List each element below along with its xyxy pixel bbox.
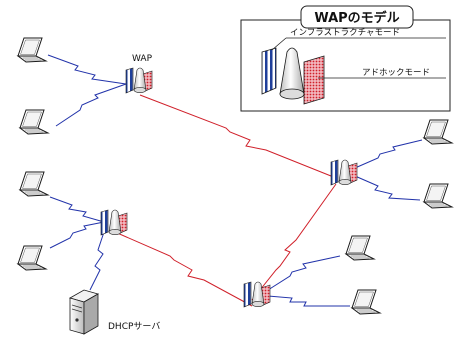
- legend-adhoc-label: アドホックモード: [362, 68, 430, 78]
- link-wap2-laptop6: [354, 175, 421, 201]
- link-wap1-laptop2: [55, 83, 127, 127]
- laptop-icon-7: [345, 235, 375, 261]
- adhoc-links: [114, 94, 337, 307]
- adhoc-link-wap1-wap2: [139, 94, 337, 179]
- laptop-icon-2: [19, 109, 49, 135]
- link-wap3-laptop3: [49, 196, 105, 223]
- access-point-icon-wap2: [330, 159, 358, 186]
- laptop-icon-3: [19, 171, 49, 197]
- legend-box: WAPのモデル インフラストラクチャモード アドホックモード: [240, 5, 451, 112]
- legend-leader-infra: [271, 37, 287, 51]
- access-point-icon-wap1: [125, 67, 153, 94]
- link-wap4-laptop7: [267, 255, 341, 291]
- access-point-icon-wap4: [243, 281, 271, 308]
- link-wap2-laptop5: [354, 139, 423, 169]
- dhcp-server-label: DHCPサーバ: [108, 321, 160, 332]
- laptop-icon-4: [17, 245, 47, 271]
- wap-label: WAP: [132, 54, 153, 64]
- legend-access-point-icon: [261, 47, 325, 105]
- server-icon: [68, 289, 100, 335]
- link-wap1-laptop1: [47, 54, 127, 85]
- laptop-icon-6: [423, 183, 453, 209]
- infra-links: [47, 54, 423, 307]
- laptop-icon-1: [17, 37, 47, 63]
- legend-infra-label: インフラストラクチャモード: [290, 28, 400, 38]
- laptop-icon-8: [351, 289, 381, 315]
- adhoc-link-wap3-wap4: [114, 231, 253, 307]
- link-wap3-server: [89, 231, 105, 291]
- adhoc-link-wap4-wap2: [251, 183, 337, 301]
- link-wap4-laptop8: [267, 295, 350, 307]
- legend-title: WAPのモデル: [314, 10, 399, 26]
- link-wap3-laptop4: [49, 221, 105, 249]
- laptop-icon-5: [423, 119, 453, 145]
- access-point-icon-wap3: [100, 209, 128, 236]
